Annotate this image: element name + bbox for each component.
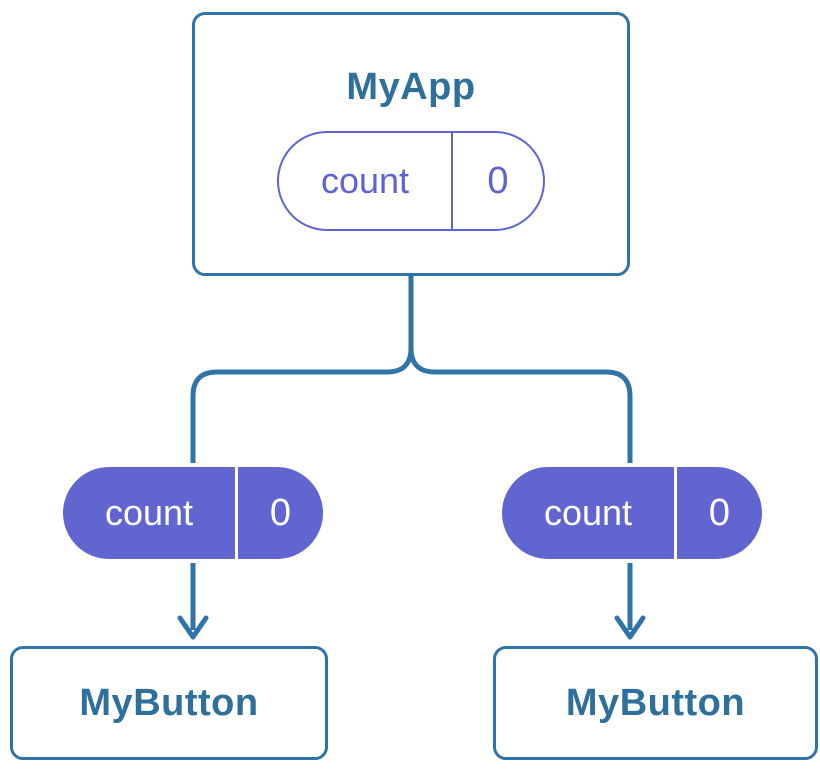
state-name-label: count <box>320 160 410 201</box>
left-arrow-down-icon <box>177 615 209 640</box>
mybutton-component-card: MyButton <box>10 646 328 760</box>
right-arrow-down-icon <box>614 615 646 640</box>
state-name-label: count <box>104 492 194 533</box>
component-title: MyApp <box>346 66 476 108</box>
state-name-cell: count <box>63 467 235 559</box>
state-value-label: 0 <box>708 491 731 534</box>
component-title: MyButton <box>79 682 259 724</box>
myapp-component-card: MyApp count 0 <box>192 12 630 276</box>
mybutton-component-card: MyButton <box>493 646 818 760</box>
state-value-label: 0 <box>487 159 509 202</box>
state-pill: count 0 <box>277 131 545 231</box>
right-branch-connector <box>408 347 633 630</box>
left-branch-connector <box>190 347 414 630</box>
state-name-label: count <box>543 492 633 533</box>
component-title: MyButton <box>565 682 746 724</box>
state-name-cell: count <box>502 467 674 559</box>
state-value-cell: 0 <box>235 467 323 559</box>
state-value-cell: 0 <box>451 133 543 229</box>
state-name-cell: count <box>279 133 451 229</box>
state-pill: count 0 <box>498 463 766 563</box>
state-pill: count 0 <box>59 463 327 563</box>
state-value-label: 0 <box>269 491 292 534</box>
state-value-cell: 0 <box>674 467 762 559</box>
